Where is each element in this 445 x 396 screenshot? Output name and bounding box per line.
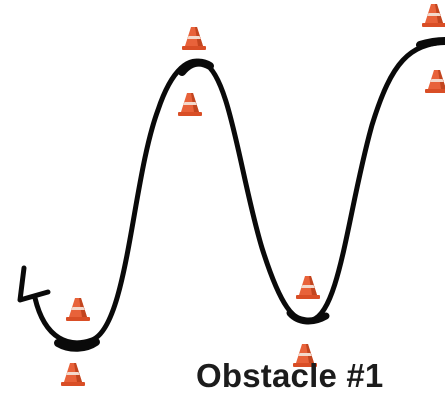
weave-path-thick-4	[416, 37, 445, 49]
weave-path-thick-2	[286, 309, 330, 325]
weave-path	[32, 39, 445, 346]
arrowhead-icon	[17, 265, 51, 303]
traffic-cone-icon	[422, 4, 445, 27]
traffic-cone-icon	[178, 93, 202, 116]
traffic-cone-icon	[66, 298, 90, 321]
weave-path-thick-1	[178, 58, 214, 76]
traffic-cone-icon	[182, 27, 206, 50]
traffic-cone-icon	[425, 70, 445, 93]
traffic-cone-icon	[61, 363, 85, 386]
traffic-cone-icon	[296, 276, 320, 299]
weave-path-thick-3	[54, 338, 100, 352]
diagram-caption: Obstacle #1	[196, 357, 384, 394]
